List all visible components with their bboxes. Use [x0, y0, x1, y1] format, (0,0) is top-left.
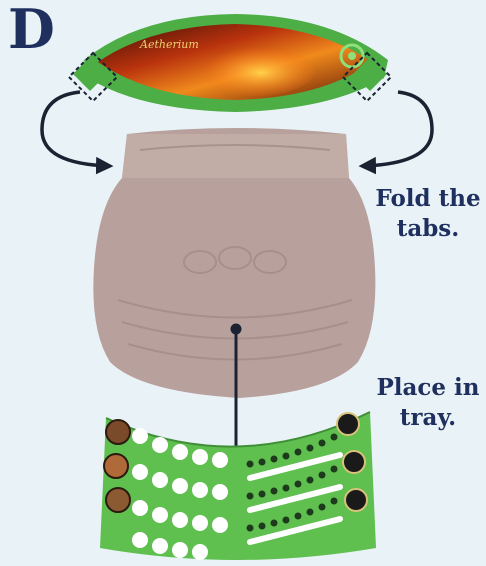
tray-body [93, 128, 375, 398]
fold-arrow-right-icon [362, 92, 432, 166]
banner-logo: Aetherium [139, 38, 199, 51]
fold-arrow-left-icon [42, 92, 110, 166]
place-instruction: Place in tray. [372, 373, 484, 433]
fold-instruction: Fold the tabs. [372, 184, 484, 244]
step-letter: D [8, 2, 55, 56]
banner-tile: Aetherium [84, 14, 388, 112]
tray-insert [100, 412, 376, 560]
